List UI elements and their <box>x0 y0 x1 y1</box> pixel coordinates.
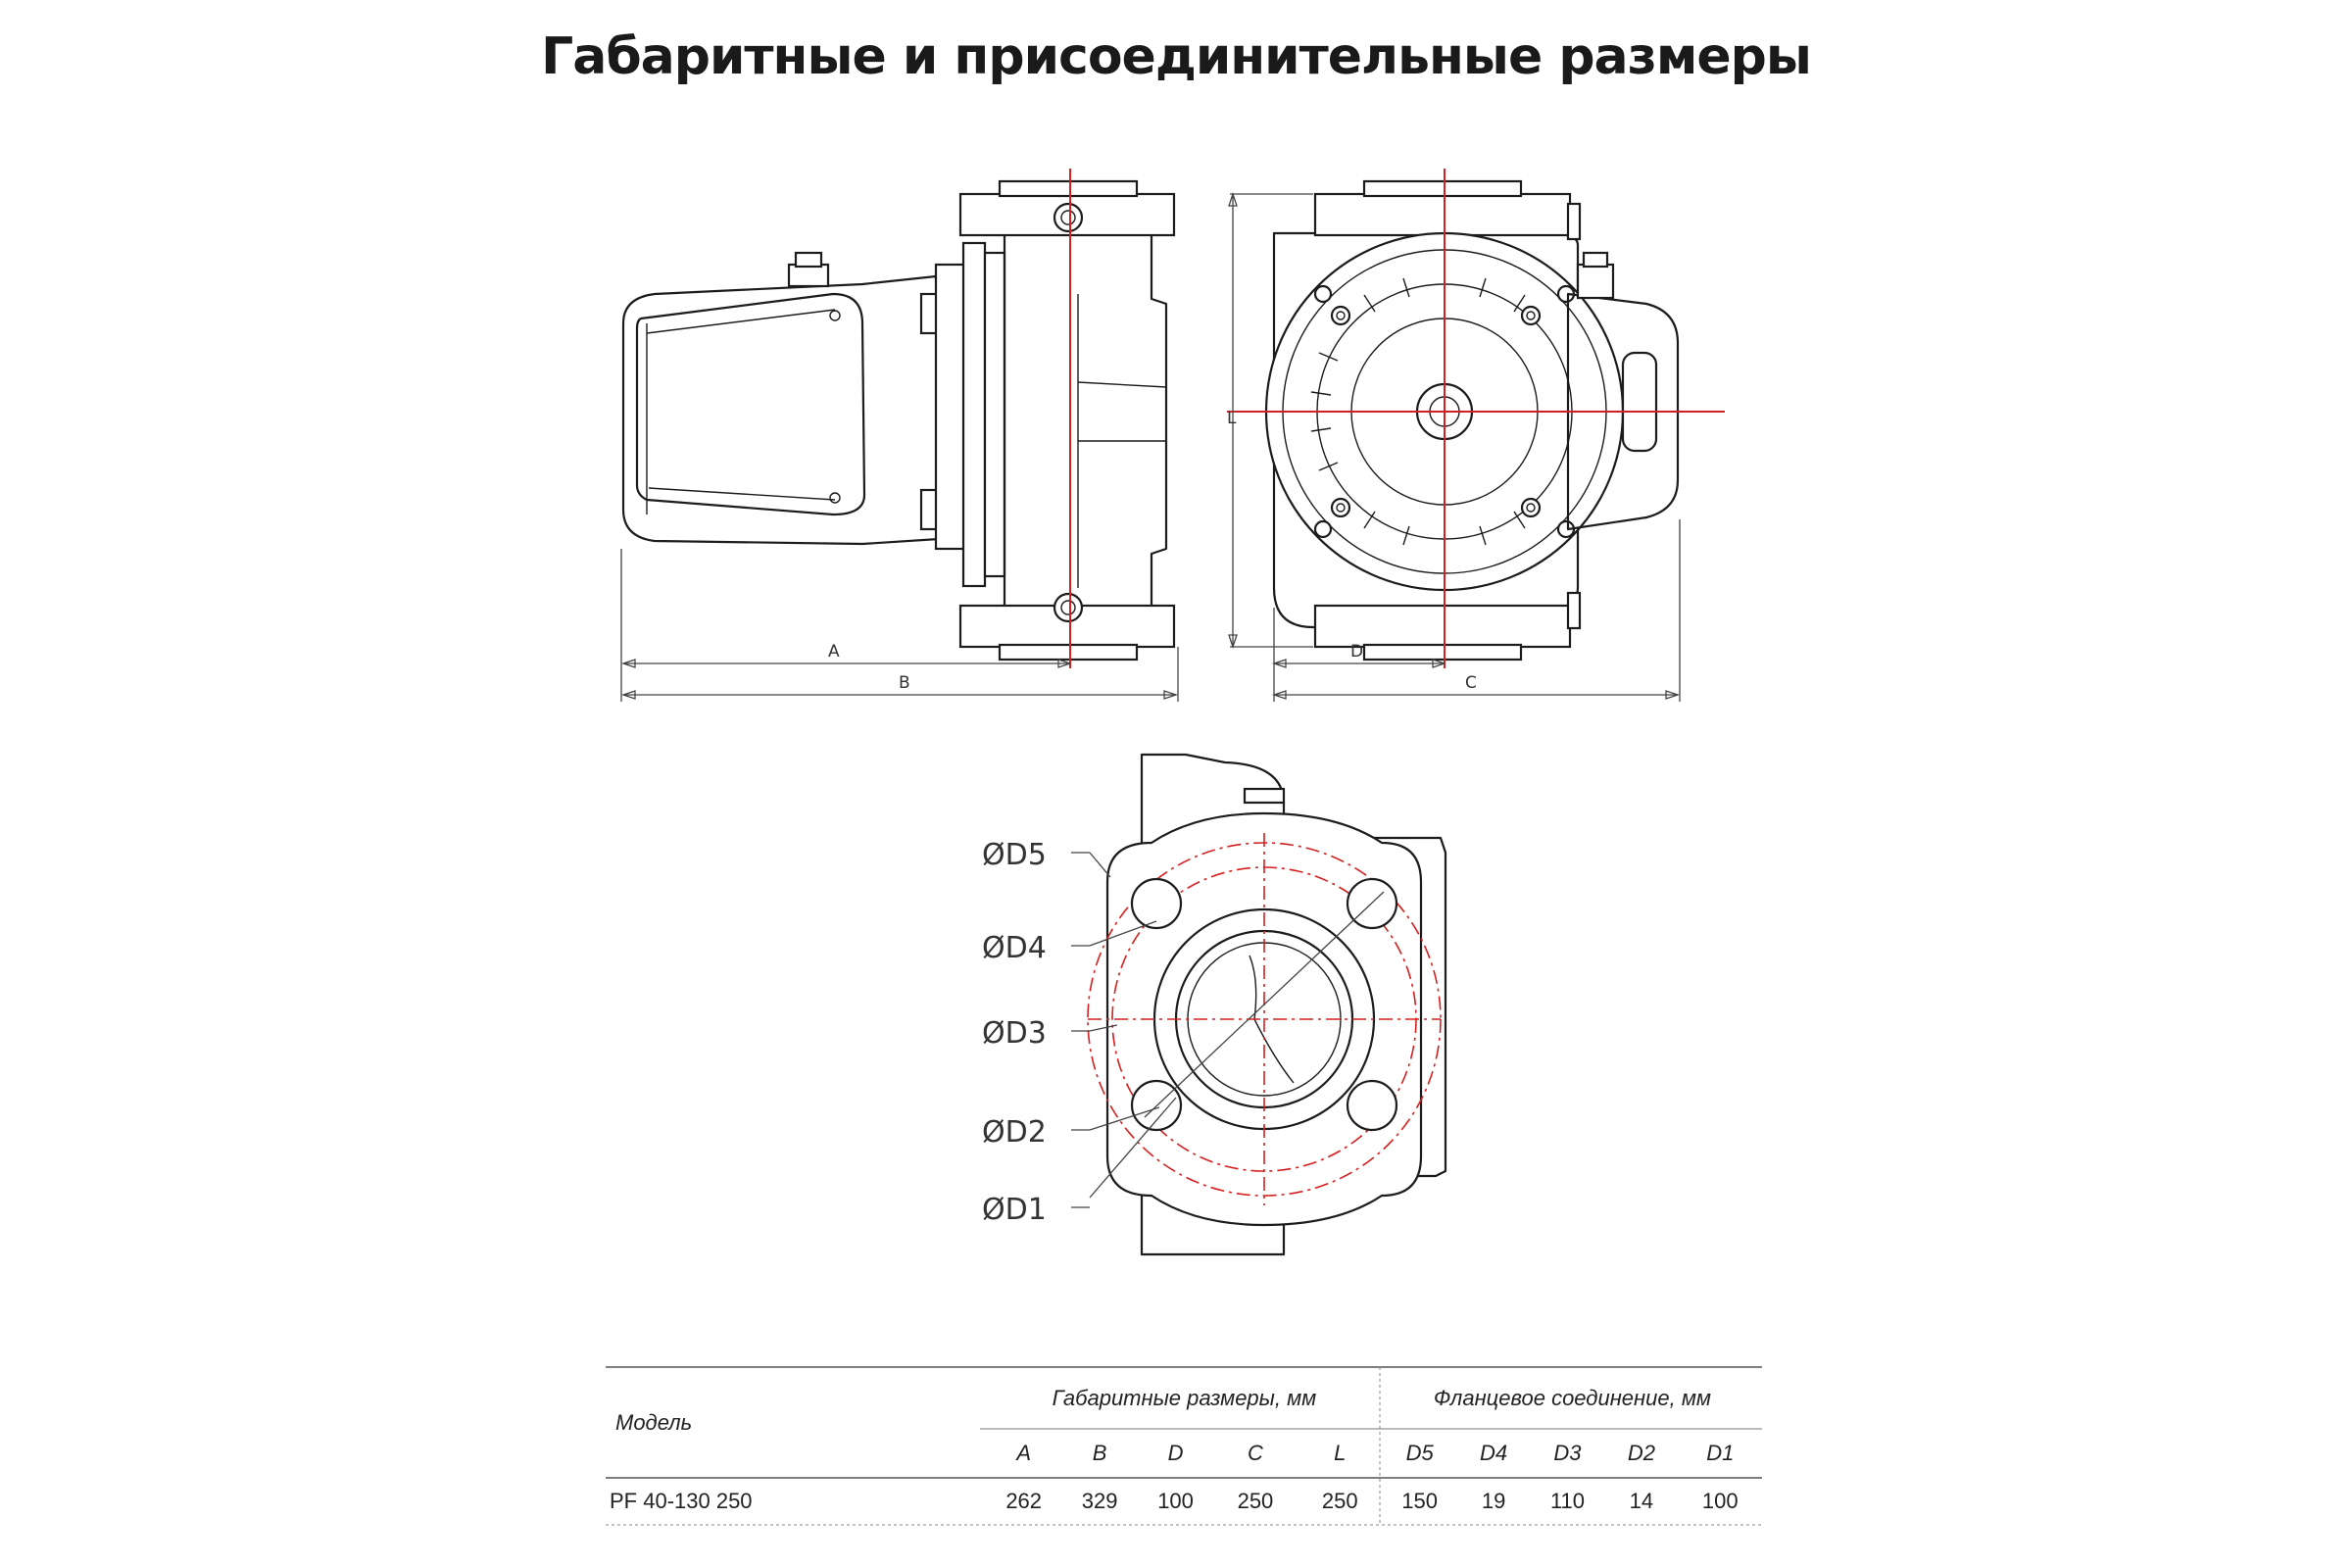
col-d5: D5 <box>1405 1441 1434 1465</box>
value-a: 262 <box>1005 1489 1043 1513</box>
value-b: 329 <box>1081 1489 1118 1513</box>
motor-housing <box>621 274 941 546</box>
col-d3: D3 <box>1553 1441 1582 1465</box>
value-d: 100 <box>1157 1489 1194 1513</box>
col-d: D <box>1167 1441 1184 1465</box>
side-terminal-box <box>1566 292 1680 531</box>
front-view: L D C <box>1227 169 1725 702</box>
dim-a-label: A <box>828 642 840 662</box>
value-c: 250 <box>1237 1489 1274 1513</box>
pump-body <box>1003 231 1168 610</box>
model-cell: PF 40-130 250 <box>610 1489 753 1513</box>
col-d4: D4 <box>1480 1441 1508 1465</box>
terminal-box <box>635 292 866 516</box>
col-l: L <box>1334 1441 1347 1465</box>
table-rules <box>606 1366 1762 1526</box>
page-title: Габаритные и присоединительные размеры <box>541 27 1812 86</box>
col-c: C <box>1247 1441 1263 1465</box>
value-d3: 110 <box>1549 1489 1586 1513</box>
col-b: B <box>1092 1441 1107 1465</box>
model-header: Модель <box>615 1409 693 1435</box>
dim-l-label: L <box>1227 409 1237 428</box>
value-d4: 19 <box>1481 1489 1506 1513</box>
col-a: A <box>1016 1441 1032 1465</box>
callout-d5: ØD5 <box>982 838 1047 872</box>
table-row: PF 40-130 250 262 329 100 250 250 150 19… <box>606 1478 1762 1525</box>
col-d2: D2 <box>1627 1441 1655 1465</box>
dim-d-label: D <box>1350 642 1363 662</box>
value-d1: 100 <box>1701 1489 1739 1513</box>
bolt-hole <box>1130 877 1183 930</box>
dim-c-label: C <box>1465 673 1477 693</box>
value-d2: 14 <box>1629 1489 1654 1513</box>
bolt-hole <box>1346 1079 1398 1132</box>
callout-d1: ØD1 <box>982 1193 1047 1227</box>
dim-b-label: B <box>899 673 910 693</box>
specs-table: Модель Габаритные размеры, мм Фланцевое … <box>606 1367 1762 1525</box>
side-view: A B <box>620 169 1179 702</box>
callout-d3: ØD3 <box>982 1016 1047 1051</box>
value-l: 250 <box>1321 1489 1358 1513</box>
overall-group-header: Габаритные размеры, мм <box>1052 1385 1317 1410</box>
value-d5: 150 <box>1401 1489 1439 1513</box>
callout-d2: ØD2 <box>982 1115 1047 1150</box>
flange-view: ØD5 ØD4 ØD3 ØD2 ØD1 <box>982 753 1447 1256</box>
callout-d4: ØD4 <box>982 931 1047 965</box>
col-d1: D1 <box>1706 1441 1735 1465</box>
flange-group-header: Фланцевое соединение, мм <box>1433 1385 1711 1410</box>
